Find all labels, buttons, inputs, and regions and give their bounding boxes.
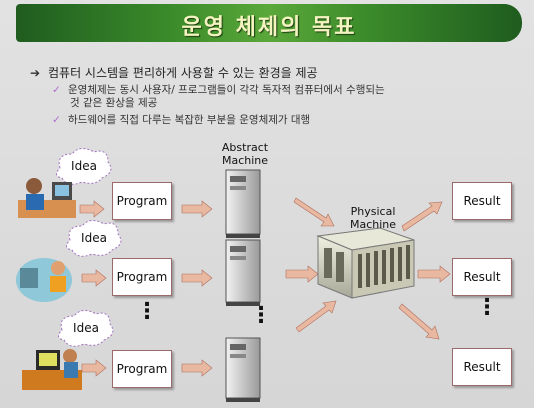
mainframe-icon bbox=[316, 227, 415, 299]
ellipsis-machines: ⋮ bbox=[250, 303, 272, 328]
server-tower-icon bbox=[225, 169, 261, 238]
sub-bullet-1: ✓운영체제는 동시 사용자/ 프로그램들이 각각 독자적 컴퓨터에서 수행되는 bbox=[52, 84, 385, 96]
idea-cloud-icon bbox=[66, 220, 122, 257]
idea-label: Idea bbox=[71, 159, 97, 173]
arrow-right-icon bbox=[79, 197, 451, 377]
person-at-computer-icon bbox=[16, 258, 72, 302]
program-box: Program bbox=[112, 350, 172, 388]
result-box: Result bbox=[452, 348, 512, 386]
program-box: Program bbox=[112, 182, 172, 220]
result-box: Result bbox=[452, 182, 512, 220]
program-box: Program bbox=[112, 258, 172, 296]
slide-title: 운영 체제의 목표 bbox=[181, 15, 357, 40]
person-at-computer-icon bbox=[22, 349, 82, 390]
sub-bullet-1-cont: 것 같은 환상을 제공 bbox=[70, 97, 158, 109]
physical-machine-label: Physical Machine bbox=[349, 205, 397, 231]
checkmark-icon: ✓ bbox=[52, 114, 61, 126]
result-box: Result bbox=[452, 258, 512, 296]
title-bar: 운영 체제의 목표 bbox=[16, 4, 522, 42]
server-tower-icon bbox=[225, 239, 261, 306]
ellipsis-programs: ⋮ bbox=[136, 299, 158, 324]
checkmark-icon: ✓ bbox=[52, 84, 61, 96]
bullet-arrow-icon: ➔ bbox=[30, 66, 41, 80]
main-bullet: ➔컴퓨터 시스템을 편리하게 사용할 수 있는 환경을 제공 bbox=[30, 66, 318, 80]
idea-label: Idea bbox=[73, 321, 99, 335]
sub-bullet-2: ✓하드웨어를 직접 다루는 복잡한 부분을 운영체제가 대행 bbox=[52, 114, 311, 126]
ellipsis-results: ⋮ bbox=[476, 295, 498, 320]
idea-label: Idea bbox=[81, 231, 107, 245]
abstract-machine-label: Abstract Machine bbox=[221, 141, 269, 167]
idea-cloud-icon bbox=[58, 310, 114, 347]
server-tower-icon bbox=[225, 337, 261, 402]
person-at-computer-icon bbox=[18, 178, 76, 218]
idea-cloud-icon bbox=[56, 148, 112, 185]
